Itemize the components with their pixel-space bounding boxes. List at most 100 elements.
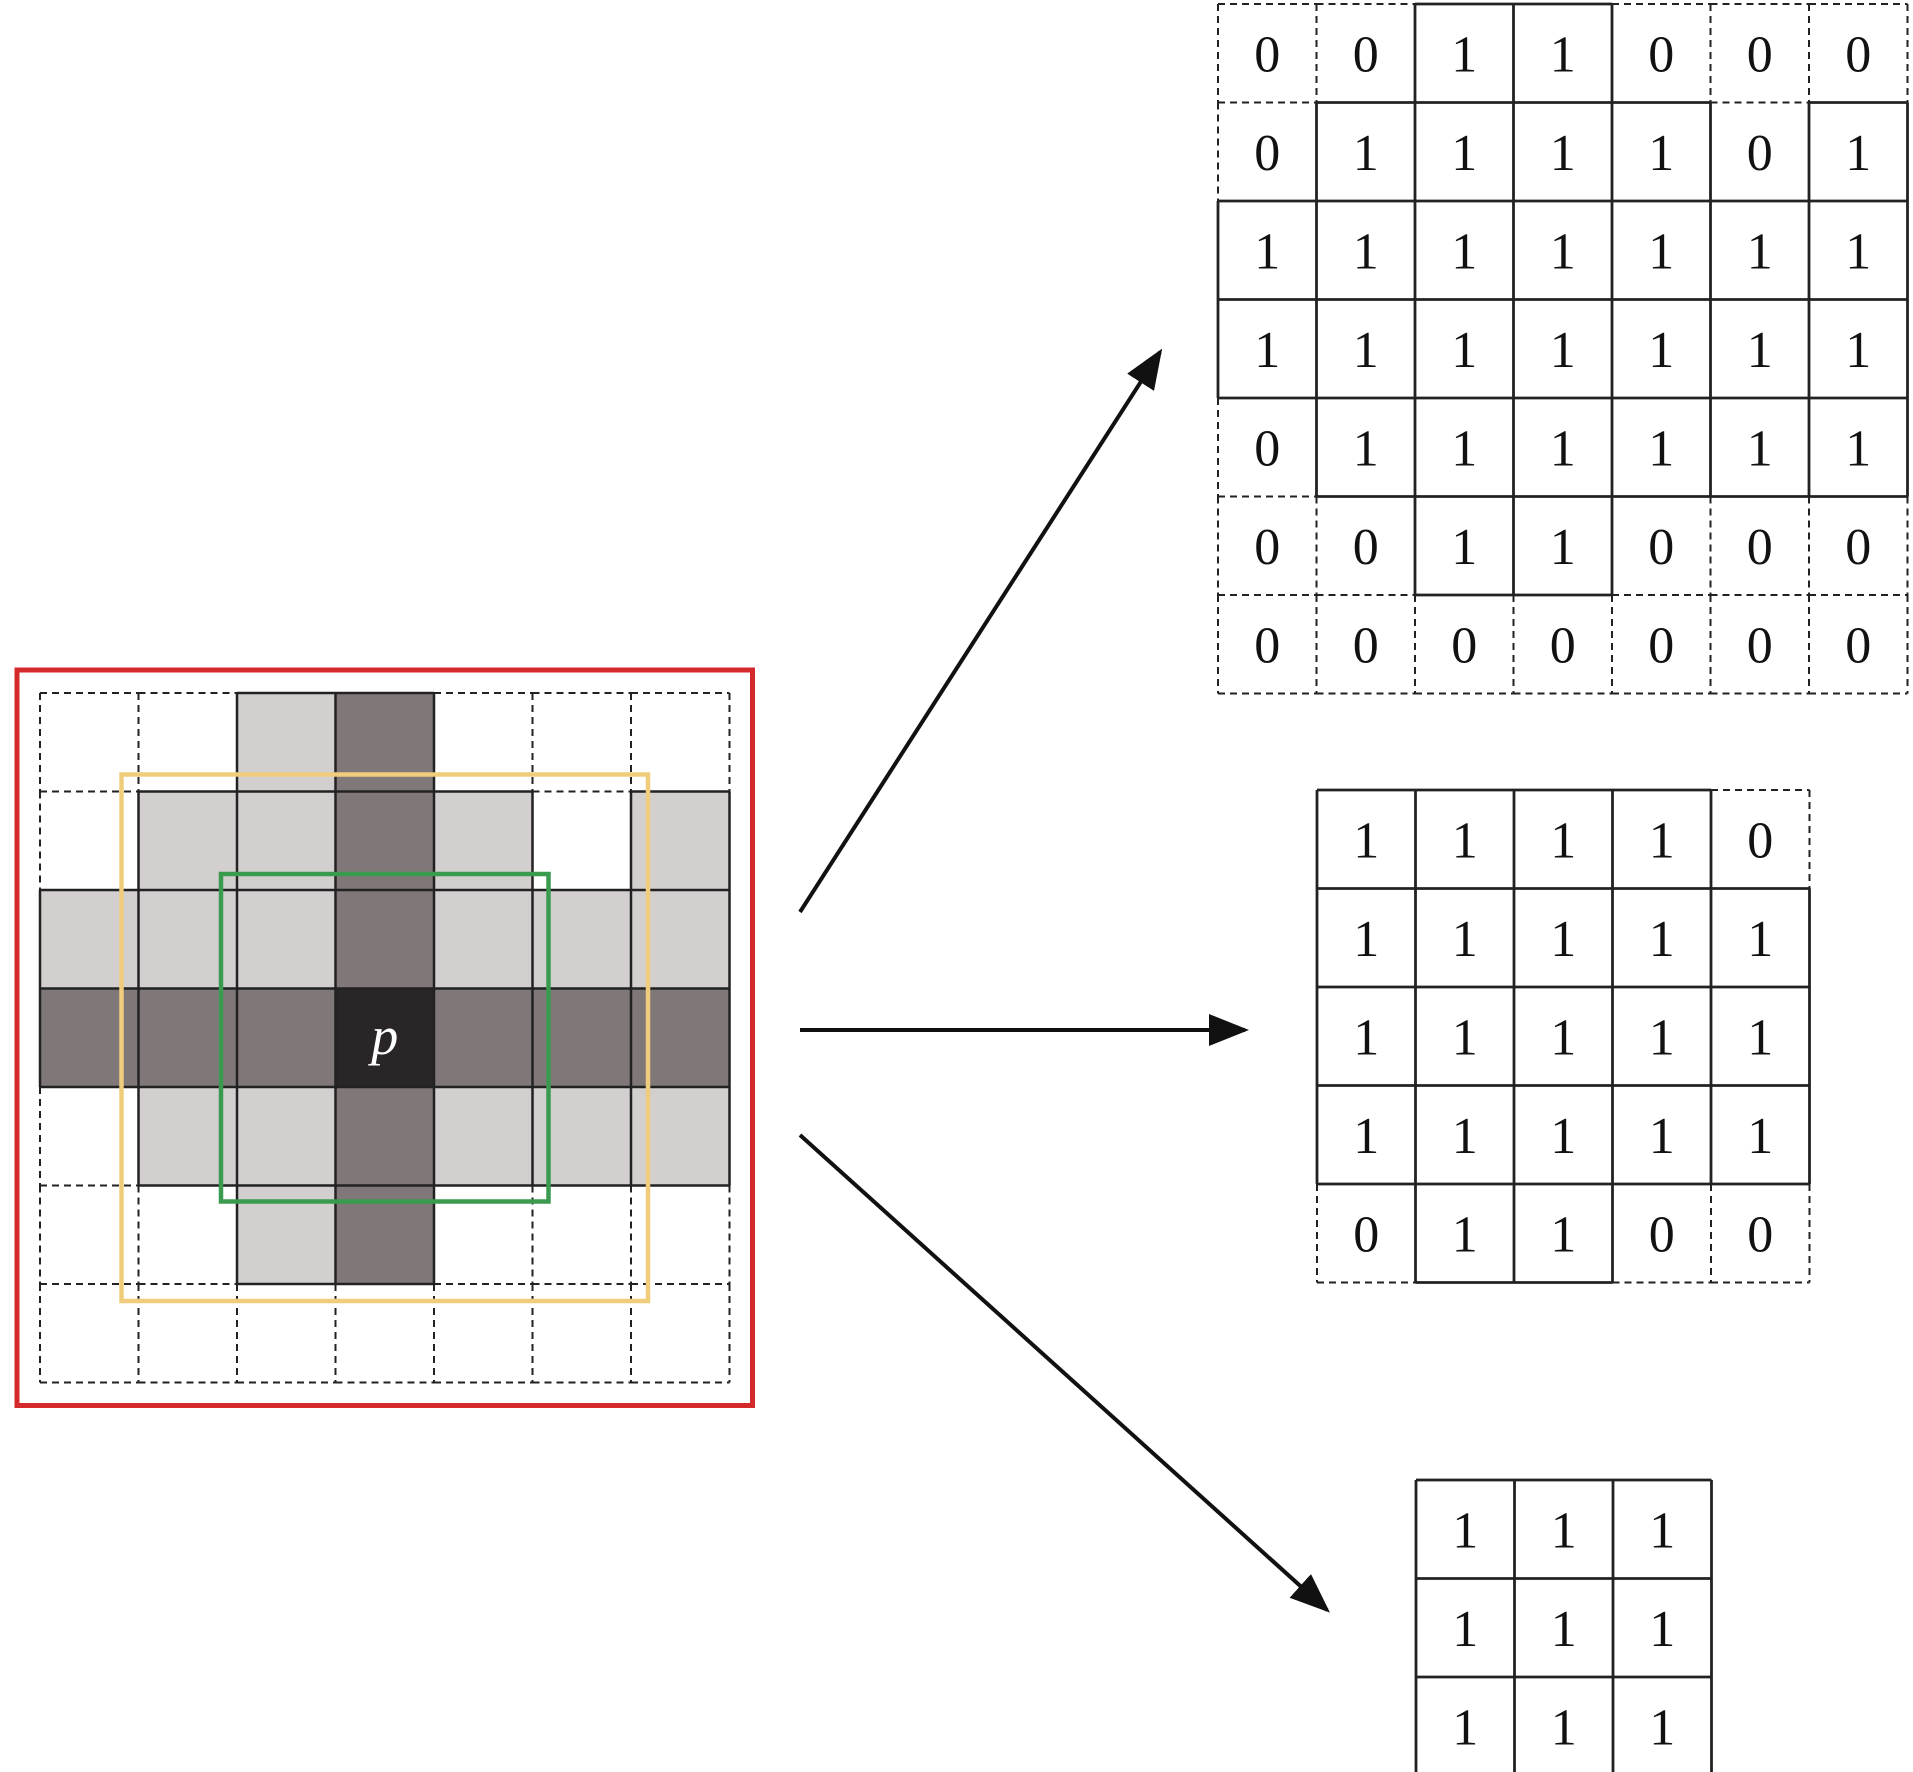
matrix-cell-value: 0 (1747, 125, 1773, 182)
matrix-cell-value: 1 (1747, 1009, 1773, 1066)
inner-window-3x3 (218, 871, 551, 1204)
matrix-cell-value: 1 (1550, 519, 1576, 576)
matrix-cell-value: 1 (1452, 911, 1478, 968)
matrix-cell-value: 0 (1550, 617, 1576, 674)
matrix-cell-value: 0 (1845, 519, 1871, 576)
matrix-cell-value: 1 (1649, 1601, 1675, 1658)
matrix-cell-value: 1 (1550, 322, 1576, 379)
matrix-cell-value: 1 (1649, 1108, 1675, 1165)
light-cell (434, 1087, 533, 1186)
matrix-cell-value: 1 (1649, 911, 1675, 968)
matrix-cell-value: 0 (1254, 26, 1280, 83)
matrix-cell-value: 1 (1550, 125, 1576, 182)
matrix-cell-value: 0 (1353, 26, 1379, 83)
matrix-cell-value: 1 (1451, 420, 1477, 477)
matrix-cell-value: 1 (1551, 1502, 1577, 1559)
matrix-cell-value: 1 (1845, 223, 1871, 280)
matrix-cell-value: 0 (1747, 26, 1773, 83)
matrix-cell-value: 0 (1845, 617, 1871, 674)
matrix-cell-value: 1 (1451, 322, 1477, 379)
matrix-cell-value: 1 (1452, 1009, 1478, 1066)
light-cell (237, 890, 336, 989)
matrix-cell-value: 0 (1254, 420, 1280, 477)
matrix-cell-value: 1 (1353, 1009, 1379, 1066)
dark-cell (335, 1087, 434, 1186)
matrix-cell-value: 0 (1649, 1206, 1675, 1263)
matrix-cell-value: 1 (1254, 322, 1280, 379)
matrix-cell-value: 0 (1353, 1206, 1379, 1263)
matrix-cell-value: 1 (1452, 1699, 1478, 1756)
arrows (798, 348, 1330, 1613)
matrix-cell-value: 0 (1648, 519, 1674, 576)
matrix-cell-value: 0 (1254, 617, 1280, 674)
center-cell (335, 988, 434, 1087)
matrix-cell-value: 1 (1550, 1108, 1576, 1165)
matrix-cell-value: 1 (1550, 26, 1576, 83)
middle-window-5x5 (119, 772, 651, 1304)
matrix-cell-value: 1 (1550, 911, 1576, 968)
matrix-cell-value: 1 (1452, 1108, 1478, 1165)
arrow-to-matrix-7x7 (798, 348, 1163, 914)
dark-cell (335, 890, 434, 989)
matrix-cell-value: 1 (1649, 1699, 1675, 1756)
matrix-cell-value: 1 (1747, 1108, 1773, 1165)
matrix-cell-value: 1 (1648, 125, 1674, 182)
matrix-5x5-background (1317, 790, 1810, 1283)
matrix-cell-value: 0 (1353, 519, 1379, 576)
matrix-cell-value: 1 (1551, 1699, 1577, 1756)
matrix-cell-value: 1 (1254, 223, 1280, 280)
matrix-cell-value: 0 (1451, 617, 1477, 674)
matrix-7x7-background (1218, 4, 1908, 694)
matrix-cell-value: 1 (1747, 911, 1773, 968)
dark-cell (434, 988, 533, 1087)
matrix-cell-value: 1 (1550, 1206, 1576, 1263)
matrix-cell-value: 1 (1353, 812, 1379, 869)
matrix-cell-value: 1 (1353, 125, 1379, 182)
matrix-cell-value: 0 (1648, 26, 1674, 83)
matrix-cell-value: 1 (1451, 26, 1477, 83)
matrix-cell-value: 0 (1747, 617, 1773, 674)
dark-cell (237, 988, 336, 1087)
matrix-cell-value: 1 (1452, 1206, 1478, 1263)
matrix-cell-value: 1 (1353, 322, 1379, 379)
matrix-cell-value: 1 (1452, 812, 1478, 869)
matrix-cell-value: 1 (1452, 1502, 1478, 1559)
matrix-cell-value: 0 (1254, 519, 1280, 576)
matrix-cell-value: 0 (1845, 26, 1871, 83)
matrix-cell-value: 1 (1550, 1009, 1576, 1066)
matrix-cell-value: 1 (1845, 125, 1871, 182)
light-cell (237, 1087, 336, 1186)
matrix-cell-value: 1 (1550, 420, 1576, 477)
outer-window-7x7 (14, 667, 755, 1408)
light-cell (434, 890, 533, 989)
matrix-cell-value: 1 (1451, 223, 1477, 280)
matrix-cell-value: 1 (1747, 322, 1773, 379)
matrix-cell-value: 1 (1845, 322, 1871, 379)
matrix-cell-value: 1 (1451, 519, 1477, 576)
matrix-cell-value: 1 (1649, 812, 1675, 869)
matrix-cell-value: 0 (1747, 1206, 1773, 1263)
matrix-cell-value: 0 (1747, 812, 1773, 869)
matrix-5x5: 1 1 1 1 0 1 1 1 1 1 1 1 1 1 1 1 1 1 1 1 0 1 1 0 0 (1315, 788, 1811, 1284)
matrix-cell-value: 1 (1452, 1601, 1478, 1658)
output-matrices: 0 0 1 1 0 0 0 0 1 1 1 1 0 1 1 1 1 1 1 1 1 1 1 1 1 1 1 1 0 1 1 1 1 1 1 0 0 1 1 0… (1216, 2, 1909, 1772)
matrix-cell-value: 1 (1649, 1009, 1675, 1066)
matrix-cell-value: 0 (1747, 519, 1773, 576)
matrix-3x3-background (1416, 1480, 1712, 1772)
arrow-to-matrix-3x3 (798, 1133, 1330, 1613)
matrix-cell-value: 1 (1648, 420, 1674, 477)
matrix-cell-value: 0 (1353, 617, 1379, 674)
matrix-cell-value: 1 (1649, 1502, 1675, 1559)
matrix-cell-value: 1 (1353, 1108, 1379, 1165)
matrix-cell-value: 0 (1254, 125, 1280, 182)
matrix-cell-value: 1 (1451, 125, 1477, 182)
matrix-cell-value: 1 (1550, 223, 1576, 280)
center-pixel-label: p (367, 1006, 398, 1066)
matrix-cell-value: 1 (1747, 223, 1773, 280)
matrix-cell-value: 1 (1550, 812, 1576, 869)
matrix-cell-value: 1 (1648, 223, 1674, 280)
source-grid: p (14, 667, 755, 1408)
matrix-cell-value: 1 (1353, 911, 1379, 968)
